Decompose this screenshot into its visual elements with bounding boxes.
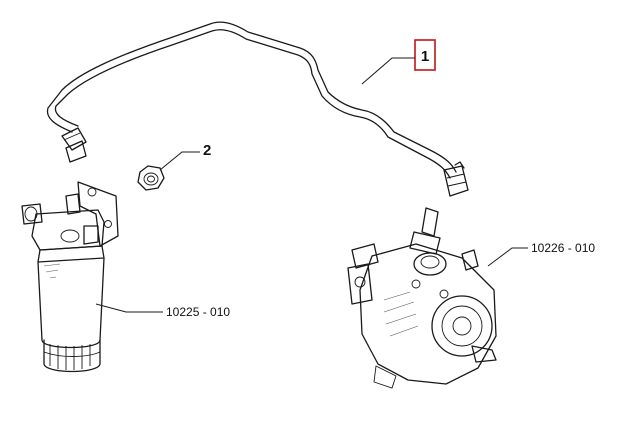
callout-2-label: 2 — [203, 142, 211, 159]
fuel-filter[interactable] — [21, 181, 119, 373]
callout-2[interactable]: 2 — [159, 142, 211, 171]
fuel-filter-leader — [95, 303, 163, 313]
callout-fuel-filter[interactable]: 10225 - 010 — [95, 303, 230, 319]
callout-2-leader — [159, 151, 200, 171]
nut[interactable] — [137, 165, 165, 191]
callout-high-pressure-pump[interactable]: 10226 - 010 — [487, 241, 595, 267]
fuel-pipe[interactable] — [46, 21, 469, 197]
high-pressure-pump-leader — [487, 247, 528, 267]
high-pressure-pump-reference: 10226 - 010 — [531, 241, 595, 255]
callout-1-leader — [361, 57, 415, 85]
callout-1-label: 1 — [421, 48, 429, 65]
fuel-filter-reference: 10225 - 010 — [166, 305, 230, 319]
high-pressure-pump[interactable] — [347, 207, 497, 389]
callout-1[interactable]: 1 — [361, 39, 436, 85]
callout-1-box — [414, 39, 436, 71]
